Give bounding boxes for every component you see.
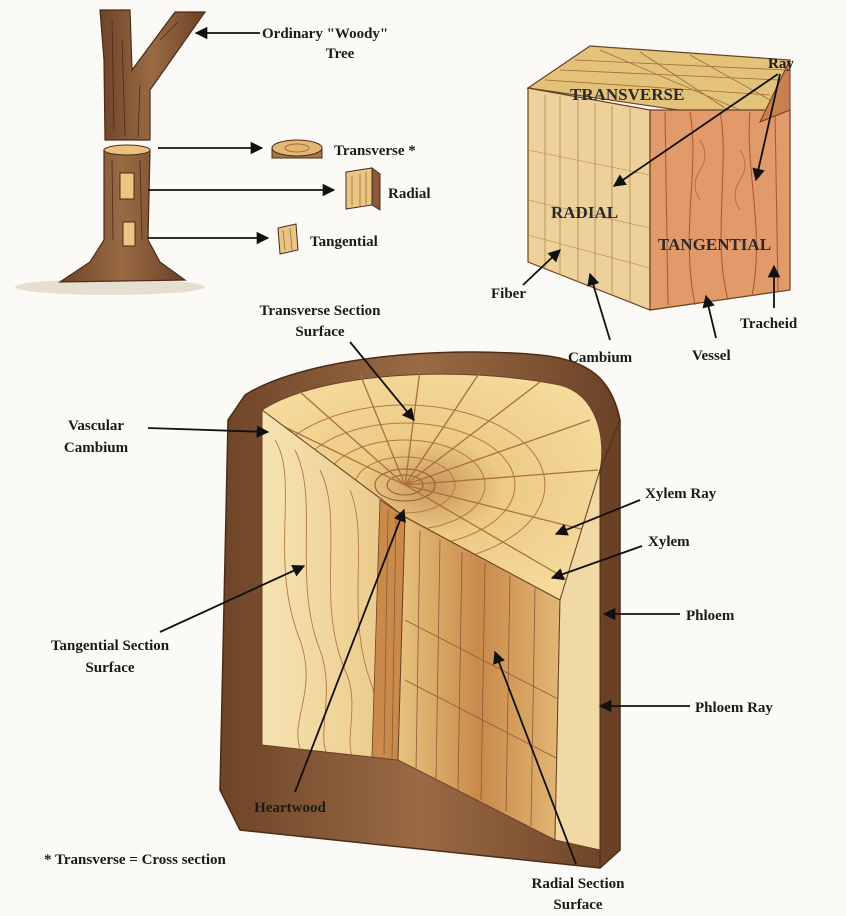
fiber-label: Fiber xyxy=(491,286,526,302)
radial-label: Radial xyxy=(388,186,431,202)
phloem-label: Phloem xyxy=(686,608,735,624)
vascular-cambium-label-line2: Cambium xyxy=(64,440,129,456)
vascular-cambium-label: Vascular xyxy=(68,418,124,434)
radial-sample xyxy=(346,168,380,210)
tangential-section-label: Tangential Section xyxy=(51,638,170,654)
cube-radial-face xyxy=(528,88,650,310)
transverse-sample xyxy=(272,140,322,158)
transverse-label: Transverse * xyxy=(334,143,416,159)
tracheid-label: Tracheid xyxy=(740,316,798,332)
cube-transverse-label: TRANSVERSE xyxy=(570,85,684,104)
cube-tangential-label: TANGENTIAL xyxy=(658,235,771,254)
cube-tangential-face xyxy=(650,110,790,310)
ray-label: Ray xyxy=(768,56,794,72)
heartwood-label: Heartwood xyxy=(254,800,326,816)
phloem-layer xyxy=(600,420,620,868)
xylem-label: Xylem xyxy=(648,534,690,550)
phloem-ray-label: Phloem Ray xyxy=(695,700,773,716)
radial-section-label-line2: Surface xyxy=(553,897,602,913)
tangential-section-label-line2: Surface xyxy=(85,660,134,676)
ordinary-tree-label-line2: Tree xyxy=(326,46,355,62)
log-section-illustration xyxy=(220,352,620,868)
transverse-section-label-line2: Surface xyxy=(295,324,344,340)
ordinary-tree-label: Ordinary "Woody" xyxy=(262,26,388,42)
footnote: * Transverse = Cross section xyxy=(44,852,227,868)
cube-radial-label: RADIAL xyxy=(551,203,618,222)
tree-illustration xyxy=(15,10,205,295)
tangential-label: Tangential xyxy=(310,234,378,250)
radial-section-label: Radial Section xyxy=(532,876,626,892)
xylem-ray-label: Xylem Ray xyxy=(645,486,717,502)
vessel-label: Vessel xyxy=(692,348,731,364)
tangential-sample xyxy=(278,224,298,254)
transverse-section-label: Transverse Section xyxy=(260,303,382,319)
vessel-arrow xyxy=(706,296,716,338)
